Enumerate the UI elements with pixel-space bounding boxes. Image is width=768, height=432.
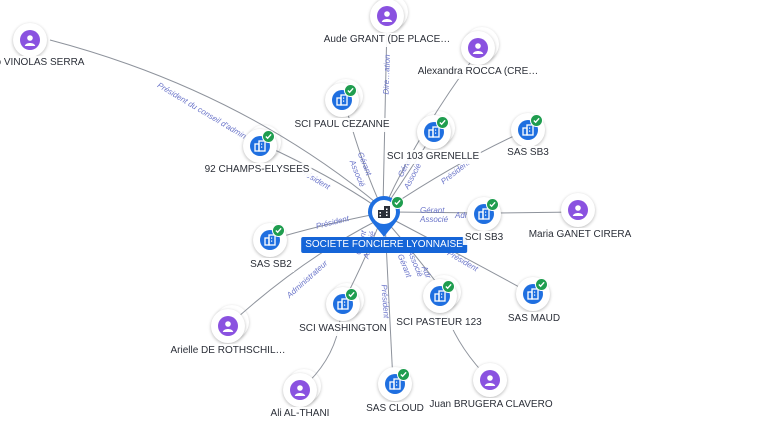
verified-check-icon — [436, 116, 449, 129]
node-label[interactable]: Alexandra ROCCA (CRE… — [415, 65, 541, 79]
node-label[interactable]: o VINOLAS SERRA — [0, 56, 87, 70]
edge-label: Associé — [420, 215, 449, 224]
person-icon — [20, 30, 40, 50]
node-label[interactable]: Ali AL-THANI — [268, 407, 332, 421]
center-company-pin[interactable] — [366, 196, 404, 238]
node-label[interactable]: Aude GRANT (DE PLACE… — [321, 33, 453, 47]
company-node-maud[interactable] — [516, 277, 550, 311]
person-node-aude[interactable] — [370, 0, 408, 33]
edge-label: Adr — [455, 211, 468, 220]
company-node-scisb3[interactable] — [467, 197, 501, 231]
company-node-cloud[interactable] — [378, 367, 412, 401]
company-node-grenelle[interactable] — [417, 111, 455, 149]
edge-label: Dire…ation — [381, 54, 392, 95]
node-label[interactable]: SAS MAUD — [505, 312, 563, 326]
verified-check-icon — [535, 278, 548, 291]
verified-check-icon — [442, 280, 455, 293]
verified-check-icon — [397, 368, 410, 381]
node-label[interactable]: SCI SB3 — [462, 231, 506, 245]
edge-sassb3 — [387, 129, 528, 209]
verified-check-icon — [486, 198, 499, 211]
node-label[interactable]: Arielle DE ROTHSCHIL… — [168, 344, 288, 358]
verified-check-icon — [272, 224, 285, 237]
person-icon — [468, 38, 488, 58]
person-node-ali[interactable] — [283, 369, 321, 407]
person-icon — [568, 200, 588, 220]
person-node-maria[interactable] — [561, 193, 595, 227]
person-node-arielle[interactable] — [211, 305, 249, 343]
node-label[interactable]: SAS SB3 — [505, 146, 551, 160]
edge-label: Gérant — [420, 206, 445, 215]
node-label[interactable]: SCI PASTEUR 123 — [394, 316, 484, 330]
verified-check-icon — [262, 130, 275, 143]
edge-champs — [261, 143, 379, 209]
company-node-champs[interactable] — [243, 125, 281, 163]
person-icon — [290, 380, 310, 400]
edge-vinolas — [49, 39, 381, 207]
node-label[interactable]: 92 CHAMPS-ELYSEES — [202, 163, 312, 177]
edge-aude — [382, 21, 388, 207]
node-label[interactable]: SAS SB2 — [248, 258, 294, 272]
node-label[interactable]: SAS CLOUD — [364, 402, 426, 416]
person-node-vinolas[interactable] — [13, 23, 47, 57]
person-node-juan[interactable] — [473, 363, 507, 397]
company-node-sassb3[interactable] — [511, 113, 545, 147]
node-label[interactable]: Juan BRUGERA CLAVERO — [427, 398, 555, 412]
company-node-paul[interactable] — [325, 79, 363, 117]
verified-check-icon — [530, 114, 543, 127]
verified-check-icon — [345, 288, 358, 301]
person-node-alexandra[interactable] — [461, 27, 499, 65]
verified-check-icon — [391, 196, 404, 209]
company-node-washington[interactable] — [326, 283, 364, 321]
company-node-pasteur[interactable] — [423, 275, 461, 313]
person-icon — [377, 6, 397, 26]
edge-arielle — [227, 219, 379, 327]
node-label[interactable]: Maria GANET CIRERA — [526, 228, 634, 242]
node-label[interactable]: SCI WASHINGTON — [297, 322, 389, 336]
person-icon — [480, 370, 500, 390]
center-company-label[interactable]: SOCIETE FONCIERE LYONNAISE — [301, 237, 467, 253]
company-node-sassb2[interactable] — [253, 223, 287, 257]
person-icon — [218, 316, 238, 336]
node-label[interactable]: SCI 103 GRENELLE — [384, 150, 482, 164]
verified-check-icon — [344, 84, 357, 97]
node-label[interactable]: SCI PAUL CEZANNE — [292, 118, 392, 132]
